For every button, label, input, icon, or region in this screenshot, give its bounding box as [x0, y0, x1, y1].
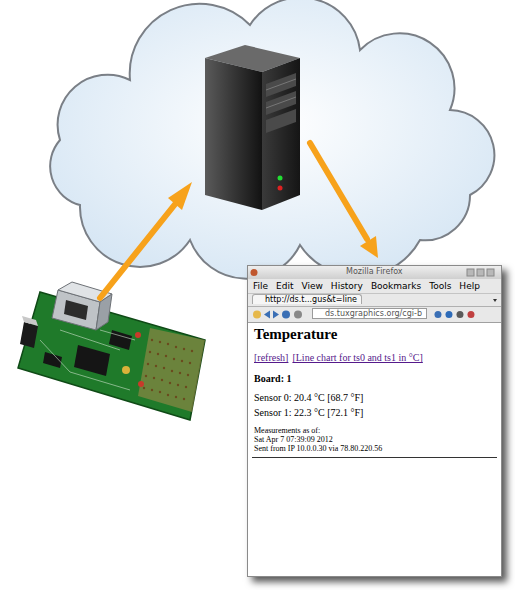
menu-item: Help [459, 281, 480, 291]
timestamp-note: Sat Apr 7 07:39:09 2012 [254, 435, 333, 444]
menu-item: Tools [429, 281, 451, 291]
sensor-reading: Sensor 1: 22.3 °C [72.1 °F] [254, 407, 363, 419]
board-label: Board: 1 [254, 373, 292, 385]
upload-arrow [100, 182, 192, 298]
menu-item: Edit [276, 281, 293, 291]
menu-item: Bookmarks [371, 281, 421, 291]
page-heading: Temperature [254, 326, 337, 343]
page-link: [Line chart for ts0 and ts1 in °C] [292, 352, 422, 364]
menu-item: View [302, 281, 323, 291]
window-title: Mozilla Firefox [346, 267, 403, 276]
menu-item: History [331, 281, 363, 291]
browser-window: Mozilla FirefoxFile Edit View History Bookma… [247, 265, 502, 577]
server-tower [205, 45, 300, 210]
cloud [50, 0, 494, 279]
menu-item: File [253, 281, 268, 291]
sensor-reading: Sensor 0: 20.4 °C [68.7 °F] [254, 392, 363, 404]
url-bar: ds.tuxgraphics.org/cgi-b [312, 308, 427, 319]
source-note: Sent from IP 10.0.0.30 via 78.80.220.56 [254, 444, 382, 453]
download-arrow [310, 143, 378, 258]
page-link: [refresh] [254, 352, 288, 364]
browser-tab: http://ds.t...gus&t=line [252, 294, 362, 304]
pcb-board [18, 282, 205, 420]
timestamp-note: Measurements as of: [254, 426, 320, 435]
